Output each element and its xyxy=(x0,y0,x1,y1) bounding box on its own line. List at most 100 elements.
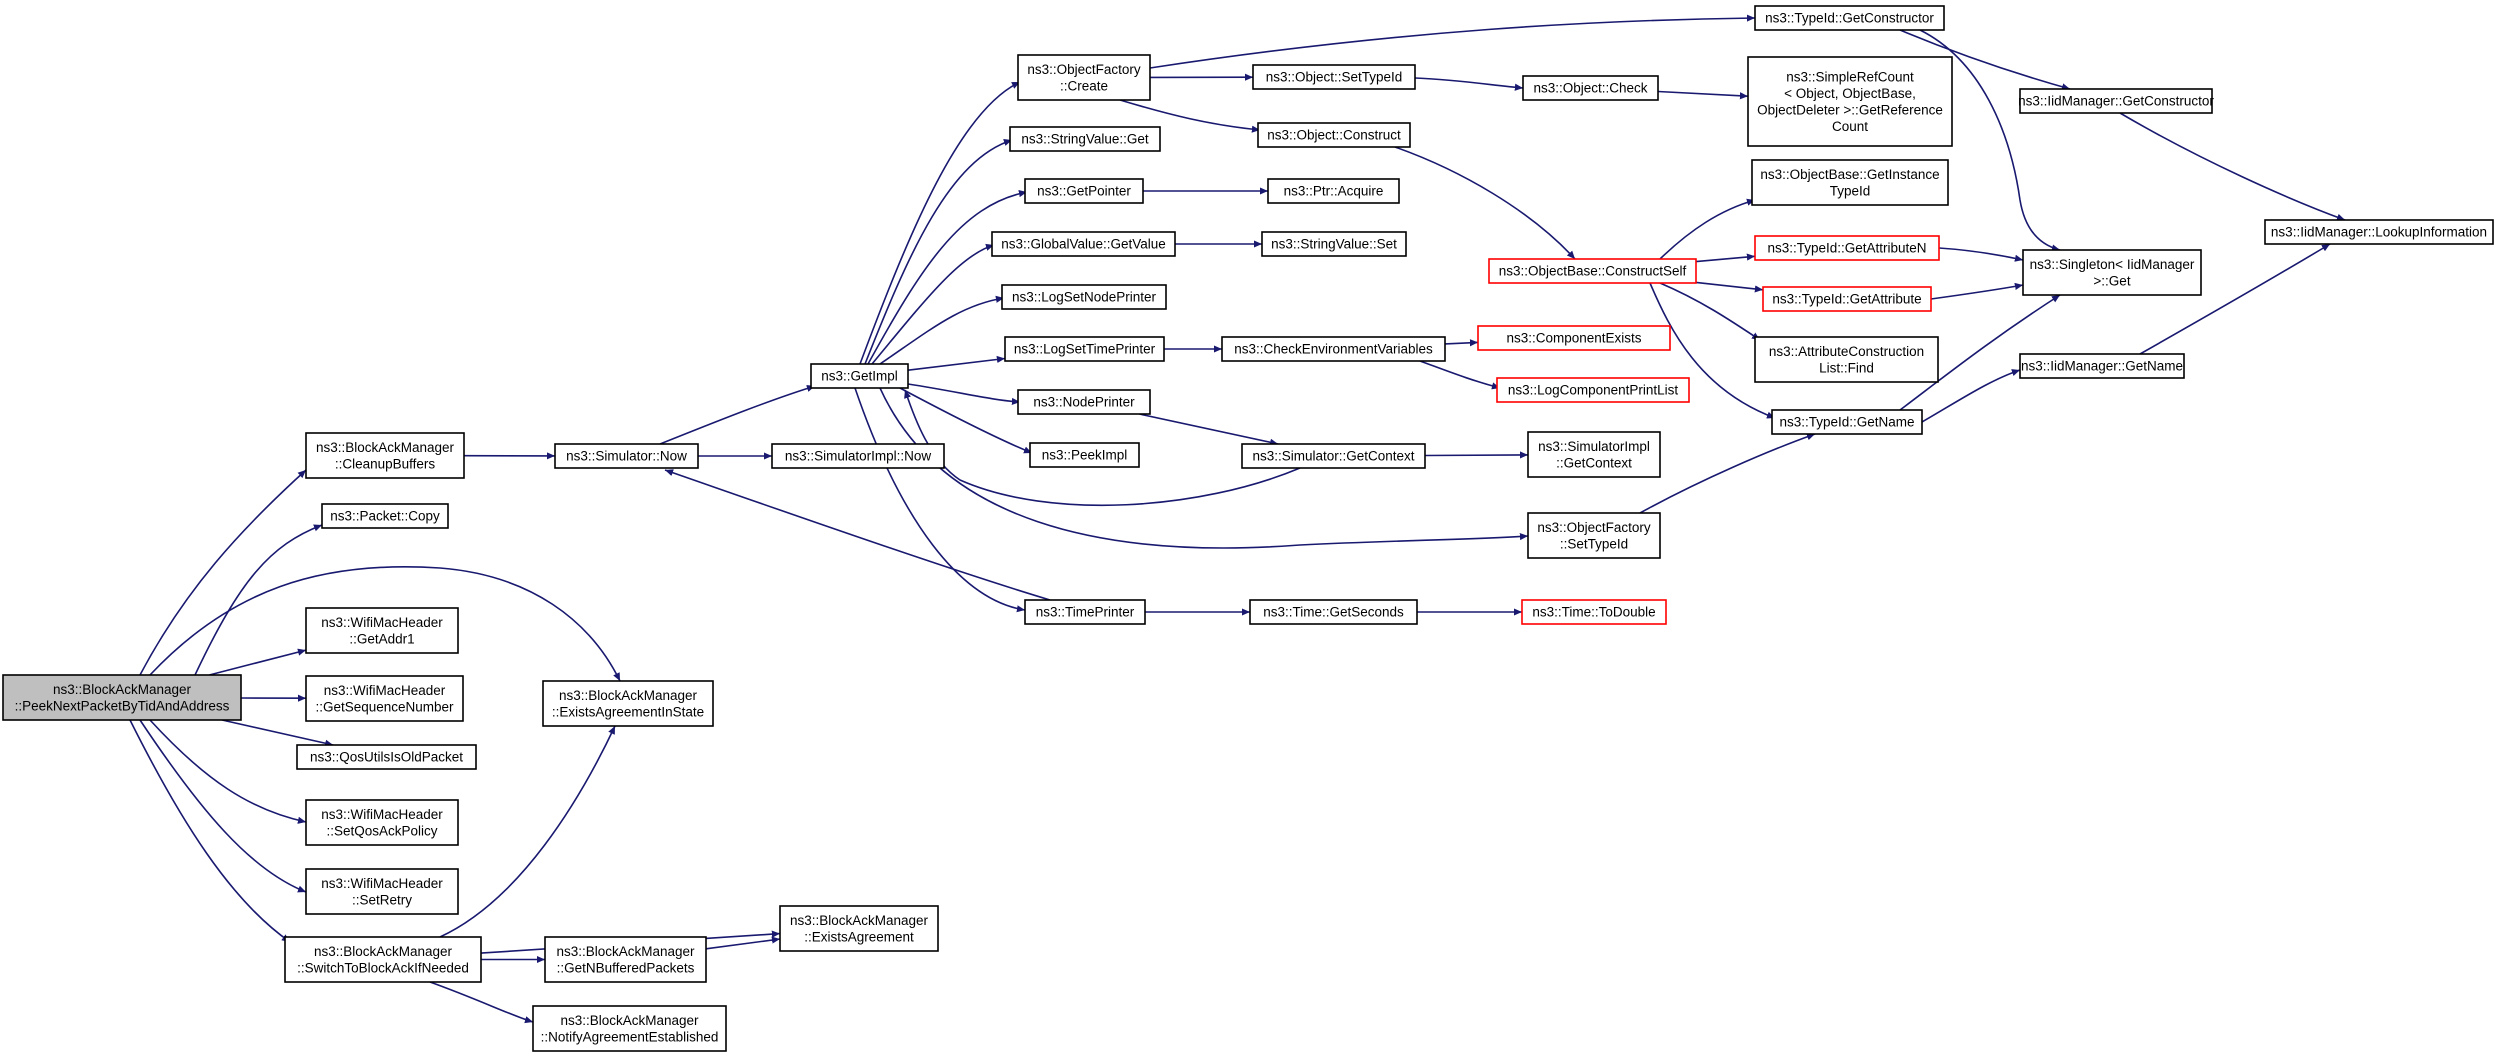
node-box[interactable] xyxy=(2264,219,2494,245)
node-ofsettid[interactable]: ns3::ObjectFactory::SetTypeId xyxy=(1527,512,1661,559)
node-box[interactable] xyxy=(1762,286,1932,312)
node-todouble[interactable]: ns3::Time::ToDouble xyxy=(1521,599,1667,625)
node-getnbuf[interactable]: ns3::BlockAckManager::GetNBufferedPacket… xyxy=(544,936,707,983)
node-logcomplist[interactable]: ns3::LogComponentPrintList xyxy=(1496,377,1690,403)
node-simimplctx[interactable]: ns3::SimulatorImpl::GetContext xyxy=(1527,431,1661,478)
node-tidgetattrn[interactable]: ns3::TypeId::GetAttributeN xyxy=(1754,235,1940,261)
node-box[interactable] xyxy=(1747,56,1953,147)
node-box[interactable] xyxy=(1221,336,1446,362)
node-strset[interactable]: ns3::StringValue::Set xyxy=(1261,231,1407,257)
node-box[interactable] xyxy=(810,363,909,389)
node-box[interactable] xyxy=(1754,336,1939,383)
node-objsettid[interactable]: ns3::Object::SetTypeId xyxy=(1252,64,1416,90)
node-getimpl[interactable]: ns3::GetImpl xyxy=(810,363,909,389)
node-iidgetname[interactable]: ns3::IidManager::GetName xyxy=(2019,353,2185,379)
node-box[interactable] xyxy=(1261,231,1407,257)
node-box[interactable] xyxy=(1527,512,1661,559)
node-box[interactable] xyxy=(532,1005,727,1052)
node-tidgetattr[interactable]: ns3::TypeId::GetAttribute xyxy=(1762,286,1932,312)
node-getaddr1[interactable]: ns3::WifiMacHeader::GetAddr1 xyxy=(305,607,459,654)
node-box[interactable] xyxy=(554,443,699,469)
node-box[interactable] xyxy=(2019,88,2213,114)
node-peekimpl[interactable]: ns3::PeekImpl xyxy=(1029,442,1140,468)
node-iidlookup[interactable]: ns3::IidManager::LookupInformation xyxy=(2264,219,2494,245)
node-box[interactable] xyxy=(305,868,459,915)
node-box[interactable] xyxy=(1001,284,1167,310)
node-box[interactable] xyxy=(544,936,707,983)
node-box[interactable] xyxy=(305,675,464,722)
node-box[interactable] xyxy=(1751,159,1949,206)
node-box[interactable] xyxy=(1004,336,1165,362)
node-box[interactable] xyxy=(2022,249,2202,296)
node-getsec[interactable]: ns3::Time::GetSeconds xyxy=(1249,599,1418,625)
node-notify[interactable]: ns3::BlockAckManager::NotifyAgreementEst… xyxy=(532,1005,727,1052)
node-simctx[interactable]: ns3::Simulator::GetContext xyxy=(1241,443,1426,469)
node-box[interactable] xyxy=(1754,5,1945,31)
node-simnow[interactable]: ns3::Simulator::Now xyxy=(554,443,699,469)
node-simplerc[interactable]: ns3::SimpleRefCount< Object, ObjectBase,… xyxy=(1747,56,1953,147)
node-pktcopy[interactable]: ns3::Packet::Copy xyxy=(321,503,449,529)
node-box[interactable] xyxy=(1024,178,1144,204)
node-box[interactable] xyxy=(771,443,945,469)
node-box[interactable] xyxy=(1252,64,1416,90)
node-box[interactable] xyxy=(1267,178,1400,204)
node-box[interactable] xyxy=(305,432,465,479)
node-checkenv[interactable]: ns3::CheckEnvironmentVariables xyxy=(1221,336,1446,362)
node-box[interactable] xyxy=(1771,409,1923,435)
node-box[interactable] xyxy=(1009,126,1161,152)
node-box[interactable] xyxy=(1257,122,1411,148)
node-box[interactable] xyxy=(2,674,242,721)
node-singleton[interactable]: ns3::Singleton< IidManager>::Get xyxy=(2022,249,2202,296)
node-box[interactable] xyxy=(305,799,459,846)
node-objcheck[interactable]: ns3::Object::Check xyxy=(1522,75,1659,101)
node-simimplnow[interactable]: ns3::SimulatorImpl::Now xyxy=(771,443,945,469)
node-setqos[interactable]: ns3::WifiMacHeader::SetQosAckPolicy xyxy=(305,799,459,846)
node-cleanup[interactable]: ns3::BlockAckManager::CleanupBuffers xyxy=(305,432,465,479)
node-box[interactable] xyxy=(305,607,459,654)
node-box[interactable] xyxy=(321,503,449,529)
node-qosold[interactable]: ns3::QosUtilsIsOldPacket xyxy=(296,744,477,770)
node-objconstruct[interactable]: ns3::Object::Construct xyxy=(1257,122,1411,148)
node-box[interactable] xyxy=(1488,258,1697,284)
node-logtime[interactable]: ns3::LogSetTimePrinter xyxy=(1004,336,1165,362)
node-tidgetname[interactable]: ns3::TypeId::GetName xyxy=(1771,409,1923,435)
node-box[interactable] xyxy=(1754,235,1940,261)
node-box[interactable] xyxy=(542,680,714,727)
node-getseq[interactable]: ns3::WifiMacHeader::GetSequenceNumber xyxy=(305,675,464,722)
node-lognode[interactable]: ns3::LogSetNodePrinter xyxy=(1001,284,1167,310)
node-tidgetctor[interactable]: ns3::TypeId::GetConstructor xyxy=(1754,5,1945,31)
node-box[interactable] xyxy=(1496,377,1690,403)
node-getptr[interactable]: ns3::GetPointer xyxy=(1024,178,1144,204)
node-compexists[interactable]: ns3::ComponentExists xyxy=(1477,325,1671,351)
node-gvget[interactable]: ns3::GlobalValue::GetValue xyxy=(991,231,1176,257)
node-box[interactable] xyxy=(296,744,477,770)
node-box[interactable] xyxy=(1017,389,1151,415)
node-ptracquire[interactable]: ns3::Ptr::Acquire xyxy=(1267,178,1400,204)
node-nodeprinter[interactable]: ns3::NodePrinter xyxy=(1017,389,1151,415)
node-box[interactable] xyxy=(1029,442,1140,468)
node-setretry[interactable]: ns3::WifiMacHeader::SetRetry xyxy=(305,868,459,915)
node-box[interactable] xyxy=(284,936,482,983)
node-box[interactable] xyxy=(779,905,939,952)
node-ofcreate[interactable]: ns3::ObjectFactory::Create xyxy=(1017,54,1151,101)
node-box[interactable] xyxy=(1017,54,1151,101)
node-box[interactable] xyxy=(1521,599,1667,625)
node-timeprinter[interactable]: ns3::TimePrinter xyxy=(1024,599,1146,625)
node-strget[interactable]: ns3::StringValue::Get xyxy=(1009,126,1161,152)
node-box[interactable] xyxy=(1024,599,1146,625)
node-box[interactable] xyxy=(1527,431,1661,478)
node-root[interactable]: ns3::BlockAckManager::PeekNextPacketByTi… xyxy=(2,674,242,721)
node-box[interactable] xyxy=(1477,325,1671,351)
node-box[interactable] xyxy=(1522,75,1659,101)
node-iidgetctor[interactable]: ns3::IidManager::GetConstructor xyxy=(2018,88,2214,114)
node-box[interactable] xyxy=(1241,443,1426,469)
node-existsagr[interactable]: ns3::BlockAckManager::ExistsAgreement xyxy=(779,905,939,952)
node-switch[interactable]: ns3::BlockAckManager::SwitchToBlockAckIf… xyxy=(284,936,482,983)
node-box[interactable] xyxy=(991,231,1176,257)
node-box[interactable] xyxy=(1249,599,1418,625)
node-box[interactable] xyxy=(2019,353,2185,379)
node-existsstate[interactable]: ns3::BlockAckManager::ExistsAgreementInS… xyxy=(542,680,714,727)
node-obconstructself[interactable]: ns3::ObjectBase::ConstructSelf xyxy=(1488,258,1697,284)
